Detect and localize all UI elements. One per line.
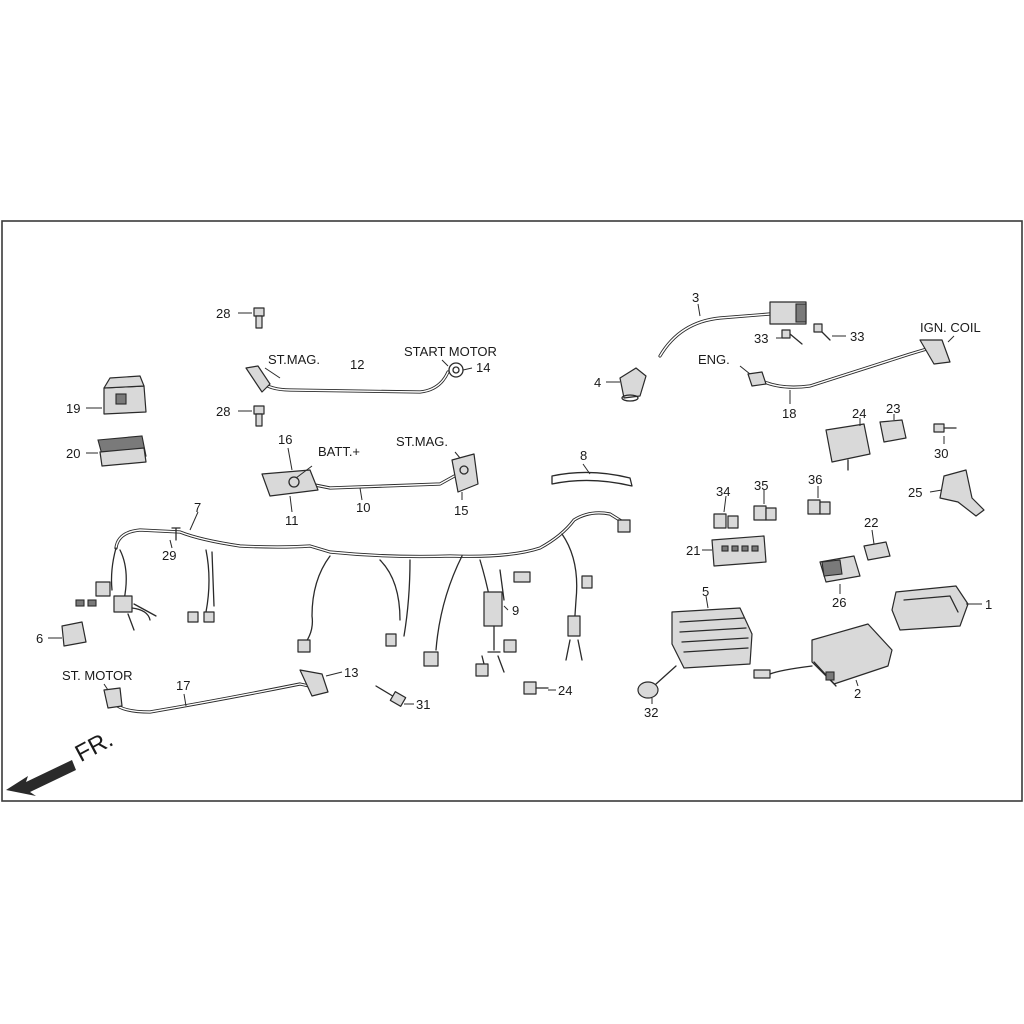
- fuse-35: [753, 490, 777, 521]
- bolt-33-left: [776, 329, 803, 345]
- cdi-unit-2: [753, 623, 893, 687]
- relay-cover-20: [86, 435, 147, 467]
- callout-23: 23: [886, 401, 900, 416]
- relay-24-upper: [825, 418, 871, 471]
- callout-24-upper: 24: [852, 406, 866, 421]
- callout-36: 36: [808, 472, 822, 487]
- label-st-mag-cable-10: ST.MAG.: [396, 434, 448, 449]
- callout-20: 20: [66, 446, 80, 461]
- callout-4: 4: [594, 375, 601, 390]
- callout-28-middle: 28: [216, 404, 230, 419]
- callout-29: 29: [162, 548, 176, 563]
- callout-10: 10: [356, 500, 370, 515]
- flasher-26: [819, 555, 861, 594]
- spark-plug-cap-4: [606, 367, 647, 402]
- callout-3: 3: [692, 290, 699, 305]
- cdi-cover-1: [891, 585, 982, 631]
- callout-8: 8: [580, 448, 587, 463]
- connector-22: [863, 529, 891, 561]
- connector-6: [48, 621, 87, 647]
- callout-33-right: 33: [850, 329, 864, 344]
- regulator-rectifier-5: [671, 595, 753, 669]
- main-harness-7: [75, 511, 631, 677]
- callout-7: 7: [194, 500, 201, 515]
- label-batt-plus: BATT.+: [318, 444, 360, 459]
- cable-12-starter: [245, 359, 473, 394]
- callout-5: 5: [702, 584, 709, 599]
- callout-17: 17: [176, 678, 190, 693]
- bolt-33-right: [813, 323, 846, 341]
- callout-25: 25: [908, 485, 922, 500]
- callout-15: 15: [454, 503, 468, 518]
- bolt-31: [375, 685, 414, 707]
- bolt-28-middle: [238, 405, 265, 427]
- callout-33-left: 33: [754, 331, 768, 346]
- ignition-coil-3: [658, 301, 807, 358]
- callout-16: 16: [278, 432, 292, 447]
- callout-1: 1: [985, 597, 992, 612]
- bracket-25: [929, 469, 985, 517]
- cable-10-battery: [261, 447, 479, 513]
- callout-14: 14: [476, 360, 490, 375]
- cable-17-starter-motor: [103, 669, 343, 714]
- callout-13: 13: [344, 665, 358, 680]
- callout-21: 21: [686, 543, 700, 558]
- label-start-motor: START MOTOR: [404, 344, 497, 359]
- callout-9: 9: [512, 603, 519, 618]
- diagram-frame: [1, 220, 1023, 802]
- callout-31: 31: [416, 697, 430, 712]
- relay-23: [879, 414, 907, 443]
- label-st-mag-cable-12: ST.MAG.: [268, 352, 320, 367]
- starter-relay-19: [86, 375, 147, 415]
- callout-22: 22: [864, 515, 878, 530]
- front-direction-arrow: [6, 760, 76, 796]
- fuse-34: [713, 495, 739, 529]
- callout-18: 18: [782, 406, 796, 421]
- callout-11: 11: [285, 513, 299, 528]
- callout-35: 35: [754, 478, 768, 493]
- bolt-32: [637, 665, 677, 704]
- callout-24-lower: 24: [558, 683, 572, 698]
- callout-12: 12: [350, 357, 364, 372]
- callout-34: 34: [716, 484, 730, 499]
- callout-19: 19: [66, 401, 80, 416]
- label-st-motor: ST. MOTOR: [62, 668, 133, 683]
- fuse-box-21: [702, 535, 767, 567]
- bolt-24-lower: [523, 681, 556, 695]
- bolt-30: [933, 423, 957, 444]
- harness-tape-8: [551, 463, 633, 487]
- fuse-36: [807, 486, 831, 515]
- callout-32: 32: [644, 705, 658, 720]
- callout-26: 26: [832, 595, 846, 610]
- cable-18-ground: [739, 335, 955, 404]
- callout-30: 30: [934, 446, 948, 461]
- label-ign-coil: IGN. COIL: [920, 320, 981, 335]
- callout-28-top: 28: [216, 306, 230, 321]
- bolt-28-top: [238, 307, 265, 329]
- callout-6: 6: [36, 631, 43, 646]
- label-eng: ENG.: [698, 352, 730, 367]
- callout-2: 2: [854, 686, 861, 701]
